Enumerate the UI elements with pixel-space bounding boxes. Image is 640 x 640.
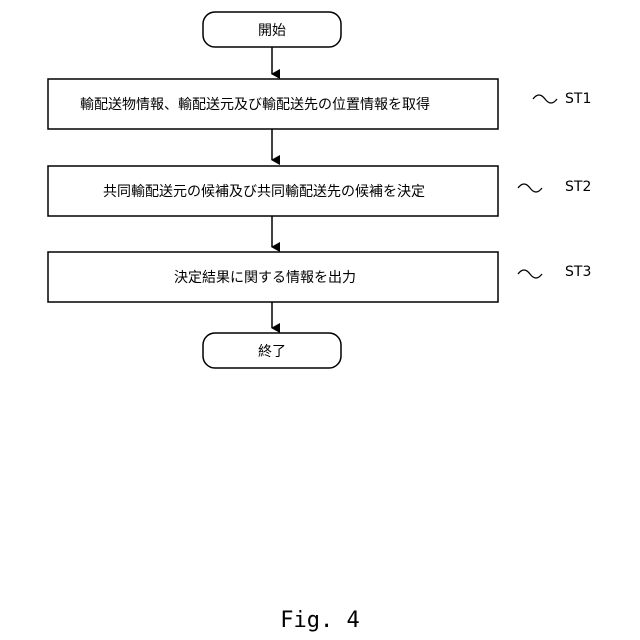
step2-node: 共同輸配送元の候補及び共同輸配送先の候補を決定 <box>48 166 498 216</box>
step3-node: 決定結果に関する情報を出力 <box>48 252 498 302</box>
step1-text: 輸配送物情報、輸配送元及び輸配送先の位置情報を取得 <box>80 96 430 113</box>
step1-connector <box>533 95 557 103</box>
step3-text: 決定結果に関する情報を出力 <box>174 270 356 286</box>
end-node: 終了 <box>203 333 341 368</box>
step1-node: 輸配送物情報、輸配送元及び輸配送先の位置情報を取得 <box>48 79 498 129</box>
end-node-label: 終了 <box>258 344 286 360</box>
start-node: 開始 <box>203 12 341 47</box>
step2-label: ST2 <box>565 179 591 195</box>
step2-connector <box>518 184 542 192</box>
step2-text: 共同輸配送元の候補及び共同輸配送先の候補を決定 <box>103 184 425 200</box>
figure-caption: Fig. 4 <box>280 608 359 633</box>
step1-label: ST1 <box>565 91 591 107</box>
step3-connector <box>518 270 542 278</box>
step3-label: ST3 <box>565 264 591 280</box>
start-node-label: 開始 <box>258 23 286 39</box>
